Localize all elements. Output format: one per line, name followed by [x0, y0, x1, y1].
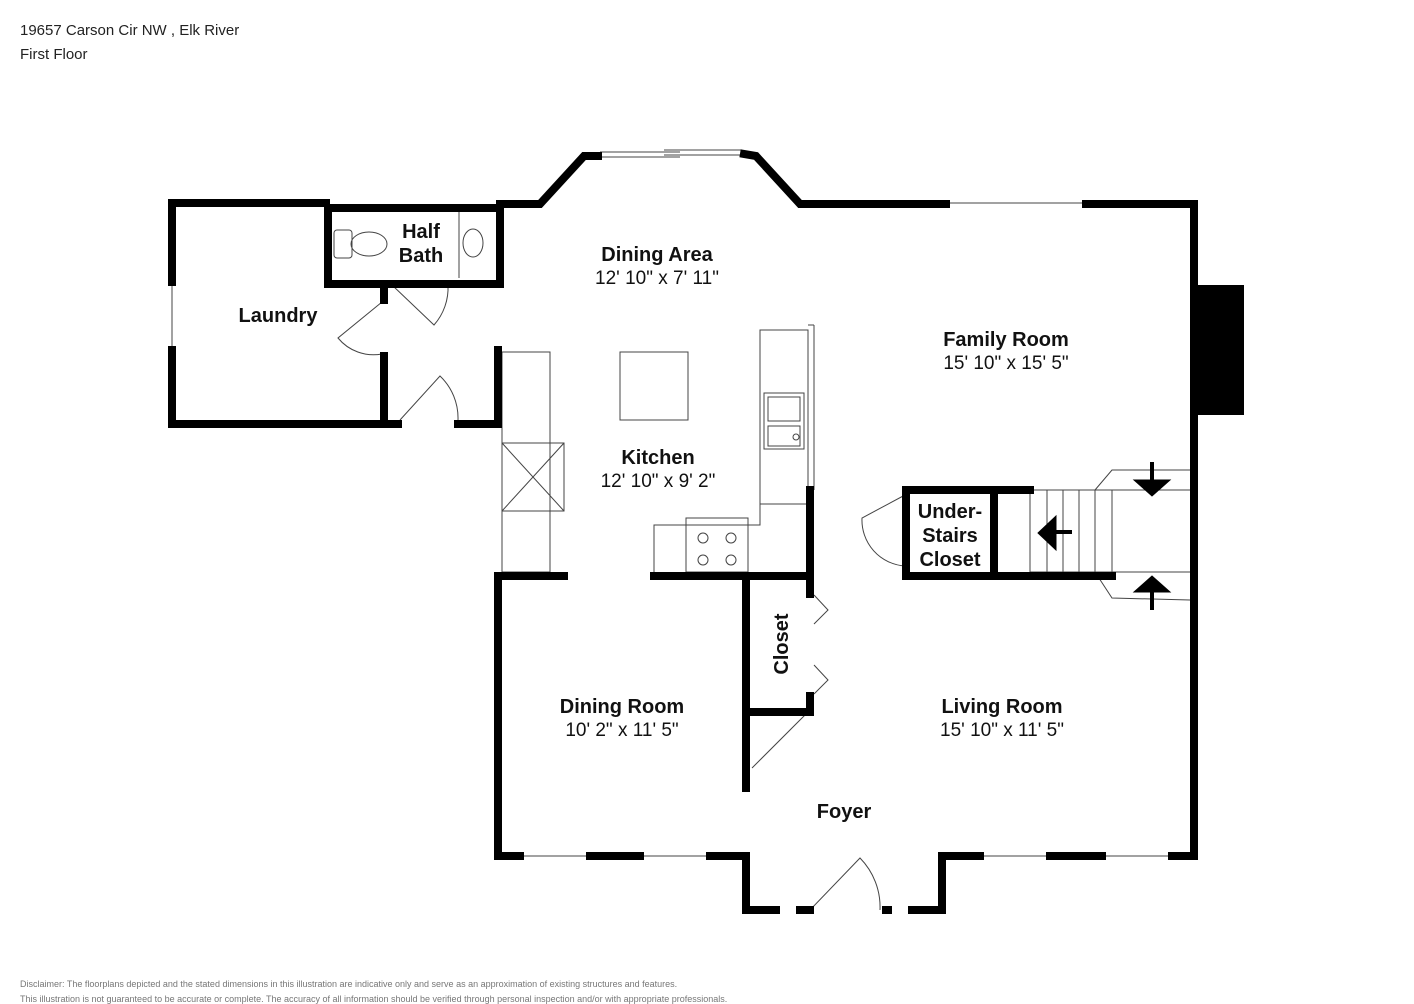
dining-area-label: Dining Area	[601, 244, 713, 266]
under-stairs-label-1: Under-	[918, 501, 982, 523]
half-bath-label-2: Bath	[399, 245, 443, 267]
kitchen-sink	[763, 392, 805, 450]
disclaimer-line-2: This illustration is not guaranteed to b…	[20, 994, 728, 1004]
kitchen-dims: 12' 10" x 9' 2"	[601, 471, 716, 492]
under-stairs-label-2: Stairs	[922, 525, 978, 547]
fridge	[501, 442, 565, 512]
dining-room-label: Dining Room	[560, 696, 684, 718]
family-room-dims: 15' 10" x 15' 5"	[943, 353, 1068, 374]
under-stairs-label-3: Closet	[919, 549, 980, 571]
fixture-lines	[171, 149, 1191, 911]
toilet	[350, 231, 388, 257]
living-room-label: Living Room	[941, 696, 1062, 718]
property-address: 19657 Carson Cir NW , Elk River	[20, 22, 240, 39]
living-room-dims: 15' 10" x 11' 5"	[940, 720, 1064, 741]
kitchen-island	[619, 351, 689, 421]
bath-sink	[462, 228, 484, 258]
up-arrow-icon	[1132, 575, 1172, 593]
room-labels: Half Bath Laundry Dining Area 12' 10" x …	[239, 221, 1069, 823]
kitchen-label: Kitchen	[621, 447, 694, 469]
fireplace	[1194, 285, 1244, 415]
foyer-label: Foyer	[817, 801, 872, 823]
stair-arrows	[1037, 462, 1172, 610]
left-arrow-icon	[1037, 514, 1057, 552]
half-bath-label-1: Half	[402, 221, 440, 243]
left-counter	[501, 351, 551, 573]
dining-area-dims: 12' 10" x 7' 11"	[595, 268, 719, 289]
disclaimer-line-1: Disclaimer: The floorplans depicted and …	[20, 979, 678, 989]
family-room-label: Family Room	[943, 329, 1069, 351]
closet-label: Closet	[771, 613, 793, 674]
laundry-label: Laundry	[239, 305, 319, 327]
range-stove	[685, 517, 749, 573]
right-counter	[759, 329, 809, 505]
floor-label: First Floor	[20, 46, 88, 63]
dining-room-dims: 10' 2" x 11' 5"	[565, 720, 678, 741]
down-arrow-icon	[1132, 479, 1172, 497]
